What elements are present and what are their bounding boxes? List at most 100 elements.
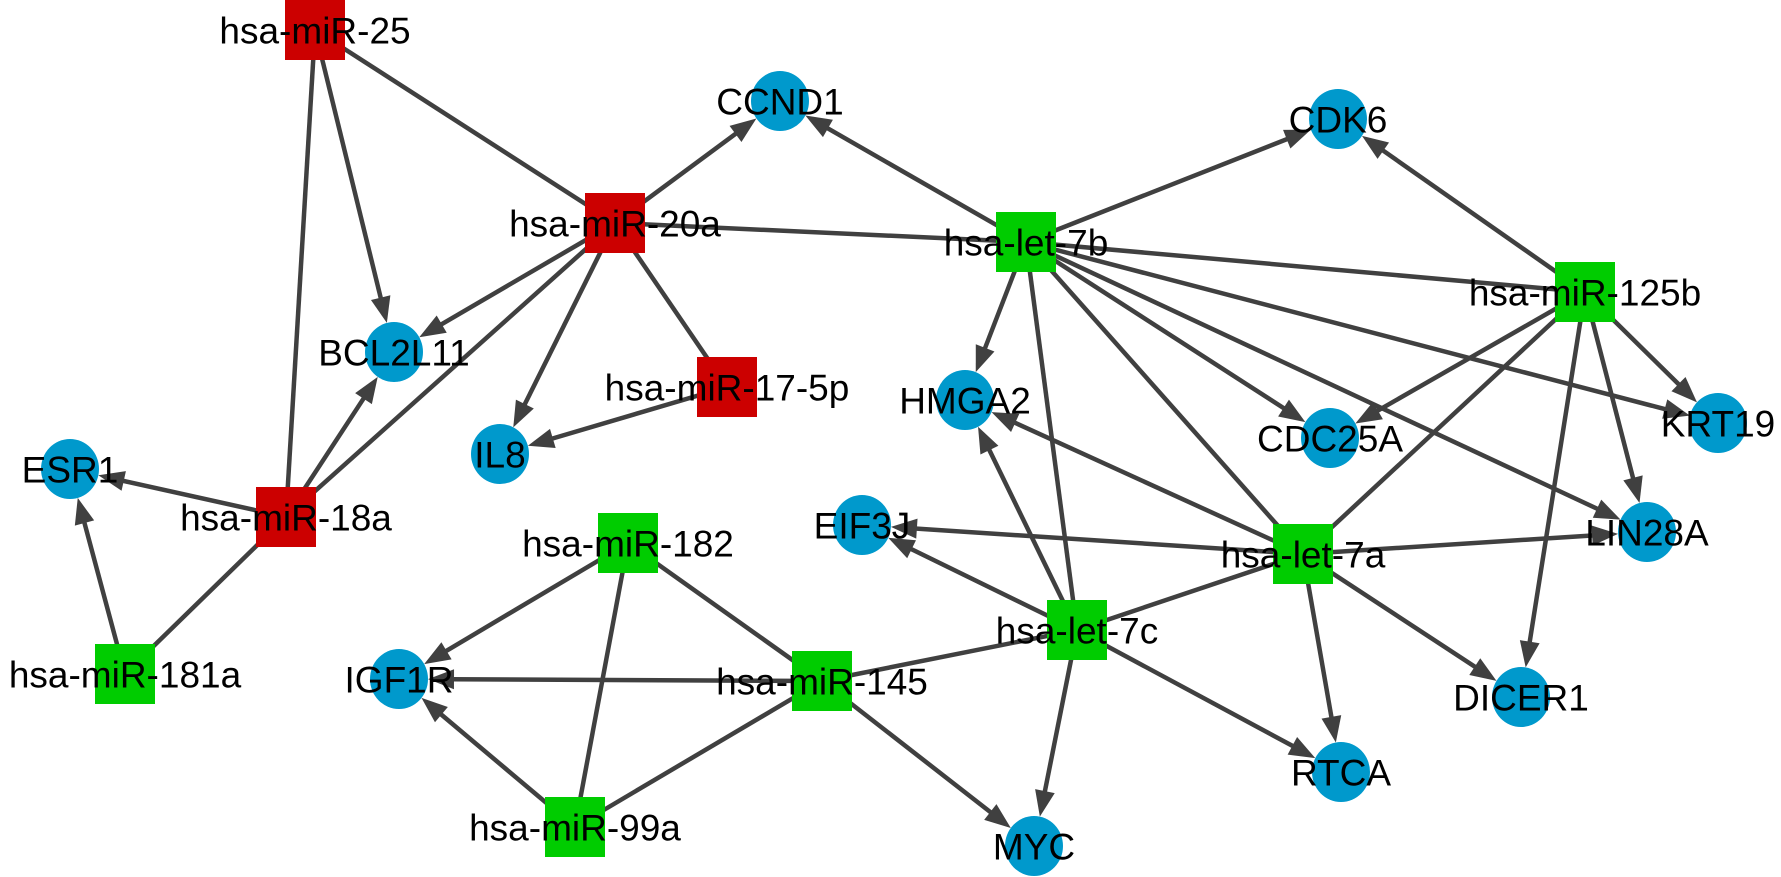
- label-layer: hsa-miR-25hsa-miR-20ahsa-miR-17-5phsa-mi…: [9, 11, 1775, 868]
- node-label-miR-182: hsa-miR-182: [522, 524, 734, 565]
- node-label-miR-18a: hsa-miR-18a: [180, 498, 392, 539]
- edge-let-7c-miR-145: [821, 627, 1078, 684]
- arrowhead-icon: [984, 804, 1011, 828]
- arrowhead-icon: [1287, 737, 1316, 759]
- node-label-miR-17-5p: hsa-miR-17-5p: [605, 368, 850, 409]
- node-label-MYC: MYC: [993, 827, 1075, 868]
- gene-node-CCND1[interactable]: [751, 71, 809, 131]
- edge-miR-125b-to-CDK6: [1380, 147, 1587, 294]
- node-label-IL8: IL8: [474, 435, 525, 476]
- node-label-EIF3J: EIF3J: [814, 506, 911, 547]
- gene-node-BCL2L11[interactable]: [365, 322, 423, 382]
- arrowhead-icon: [1591, 525, 1619, 546]
- arrowhead-icon: [1321, 715, 1342, 743]
- edge-miR-20a-to-IL8: [521, 221, 618, 407]
- gene-node-DICER1[interactable]: [1492, 667, 1550, 727]
- gene-node-EIF3J[interactable]: [833, 495, 891, 555]
- edge-layer: [74, 28, 1697, 829]
- edge-let-7a-to-LIN28A: [1302, 533, 1595, 557]
- edge-let-7a-to-EIF3J: [914, 526, 1304, 557]
- arrowhead-icon: [1592, 499, 1621, 520]
- mirna-node-miR-25[interactable]: [285, 0, 345, 60]
- arrowhead-icon: [527, 428, 556, 448]
- edge-let-7b-to-LIN28A: [1025, 239, 1600, 512]
- mirna-node-miR-182[interactable]: [598, 513, 658, 573]
- edge-miR-125b-to-DICER1: [1527, 291, 1588, 645]
- node-label-CDK6: CDK6: [1289, 100, 1388, 141]
- node-label-let-7a: hsa-let-7a: [1221, 535, 1386, 576]
- arrowhead-icon: [888, 537, 916, 559]
- arrowhead-icon: [1035, 789, 1055, 817]
- edge-let-7b-let-7a: [1024, 240, 1305, 556]
- gene-node-HMGA2[interactable]: [936, 370, 994, 430]
- edge-miR-20a-miR-18a: [284, 221, 617, 519]
- arrowhead-icon: [74, 497, 95, 526]
- mirna-node-miR-18a[interactable]: [256, 487, 316, 547]
- edge-miR-125b-to-LIN28A: [1582, 291, 1636, 481]
- edge-miR-145-to-IGF1R: [451, 677, 823, 684]
- gene-node-IGF1R[interactable]: [370, 649, 428, 709]
- arrowhead-icon: [1283, 129, 1311, 149]
- arrowhead-icon: [98, 471, 126, 491]
- node-label-HMGA2: HMGA2: [899, 381, 1031, 422]
- gene-node-MYC[interactable]: [1005, 816, 1063, 876]
- edge-let-7b-let-7c: [1023, 241, 1080, 631]
- mirna-node-let-7c[interactable]: [1047, 600, 1107, 660]
- edge-miR-145-miR-182: [626, 541, 824, 683]
- arrowhead-icon: [424, 642, 452, 665]
- node-label-RTCA: RTCA: [1291, 753, 1391, 794]
- mirna-node-let-7b[interactable]: [996, 212, 1056, 272]
- edge-miR-182-miR-99a: [572, 542, 631, 828]
- edge-let-7c-to-RTCA: [1075, 628, 1296, 749]
- node-label-CDC25A: CDC25A: [1257, 419, 1403, 460]
- edge-let-7c-to-HMGA2: [986, 447, 1080, 631]
- edge-let-7b-to-KRT19: [1025, 239, 1668, 412]
- edge-miR-25-miR-20a: [313, 28, 617, 225]
- gene-node-CDC25A[interactable]: [1301, 408, 1359, 468]
- node-label-miR-125b: hsa-miR-125b: [1469, 273, 1701, 314]
- arrowhead-icon: [978, 426, 999, 455]
- node-label-miR-20a: hsa-miR-20a: [509, 204, 721, 245]
- gene-node-IL8[interactable]: [471, 424, 529, 484]
- arrowhead-icon: [805, 115, 833, 138]
- node-label-let-7b: hsa-let-7b: [944, 223, 1109, 264]
- arrowhead-icon: [1519, 640, 1540, 668]
- node-label-DICER1: DICER1: [1453, 678, 1589, 719]
- edge-miR-20a-let-7b: [614, 220, 1027, 245]
- edge-let-7a-to-HMGA2: [1012, 419, 1304, 557]
- mirna-node-miR-181a[interactable]: [95, 644, 155, 704]
- arrowhead-icon: [890, 518, 918, 539]
- node-layer: [41, 0, 1747, 876]
- gene-node-CDK6[interactable]: [1309, 89, 1367, 149]
- mirna-node-miR-20a[interactable]: [585, 193, 645, 253]
- node-label-IGF1R: IGF1R: [345, 660, 454, 701]
- edge-miR-125b-let-7a: [1301, 290, 1587, 556]
- edge-miR-125b-to-CDC25A: [1375, 290, 1587, 414]
- gene-node-ESR1[interactable]: [41, 439, 99, 499]
- arrowhead-icon: [421, 697, 448, 723]
- gene-node-LIN28A[interactable]: [1618, 502, 1676, 562]
- arrowhead-icon: [1278, 399, 1306, 423]
- node-label-miR-181a: hsa-miR-181a: [9, 655, 242, 696]
- arrowhead-icon: [355, 376, 378, 405]
- arrowhead-icon: [1671, 376, 1697, 403]
- arrowhead-icon: [370, 295, 391, 323]
- gene-node-KRT19[interactable]: [1689, 393, 1747, 453]
- mirna-node-miR-17-5p[interactable]: [697, 357, 757, 417]
- arrowhead-icon: [991, 412, 1020, 432]
- node-label-BCL2L11: BCL2L11: [318, 333, 470, 374]
- edge-let-7b-to-CDC25A: [1024, 240, 1287, 412]
- mirna-node-miR-99a[interactable]: [545, 797, 605, 857]
- node-label-LIN28A: LIN28A: [1585, 513, 1709, 554]
- edge-let-7b-to-CCND1: [825, 125, 1028, 244]
- mirna-node-miR-125b[interactable]: [1555, 262, 1615, 322]
- edge-miR-25-to-BCL2L11: [312, 29, 384, 301]
- edge-let-7b-to-CDK6: [1025, 136, 1290, 245]
- edge-miR-25-miR-18a: [283, 29, 318, 518]
- edge-miR-182-to-IGF1R: [443, 541, 630, 654]
- gene-node-RTCA[interactable]: [1312, 742, 1370, 802]
- mirna-node-miR-145[interactable]: [792, 651, 852, 711]
- node-label-ESR1: ESR1: [22, 450, 119, 491]
- mirna-node-let-7a[interactable]: [1273, 524, 1333, 584]
